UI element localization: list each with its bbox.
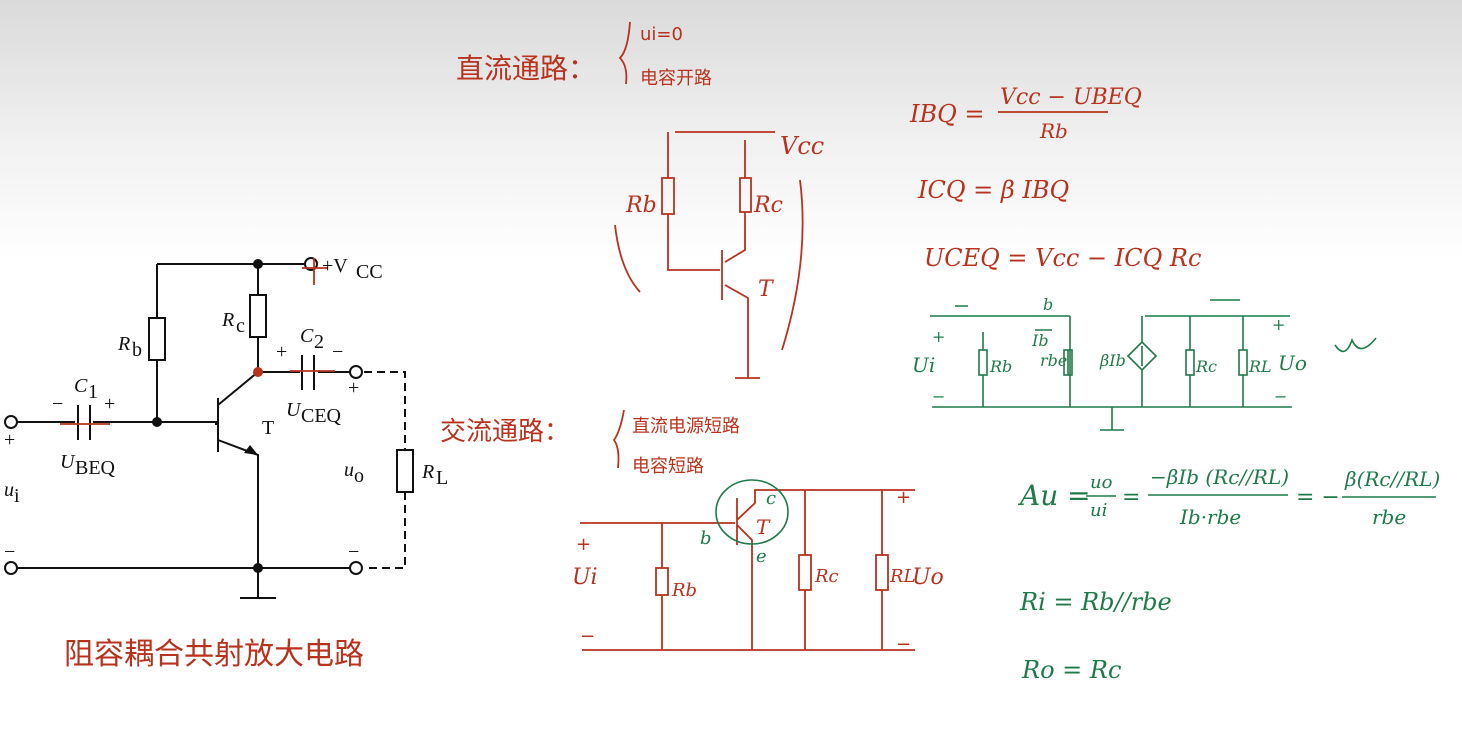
svg-text:i: i — [14, 485, 20, 507]
svg-text:Au =: Au = — [1017, 479, 1091, 512]
vcc-label: +V — [322, 255, 348, 277]
svg-text:ui=0: ui=0 — [640, 24, 683, 45]
svg-text:Ri = Rb//rbe: Ri = Rb//rbe — [1019, 588, 1172, 616]
svg-text:Ib: Ib — [1031, 331, 1049, 350]
svg-text:C: C — [74, 375, 88, 397]
svg-text:1: 1 — [88, 381, 98, 403]
svg-text:−: − — [332, 341, 343, 363]
svg-text:Ro = Rc: Ro = Rc — [1021, 656, 1121, 684]
svg-text:rbe: rbe — [1372, 505, 1406, 529]
svg-text:+: + — [104, 393, 115, 415]
svg-text:R: R — [117, 333, 130, 355]
svg-text:e: e — [756, 546, 767, 567]
svg-text:CC: CC — [356, 261, 383, 283]
dc-path: 直流通路： ui=0 电容开路 Vcc Rb Rc T — [456, 21, 824, 379]
svg-text:Uo: Uo — [912, 565, 944, 590]
svg-text:β(Rc//RL): β(Rc//RL) — [1344, 467, 1440, 491]
svg-text:Rb: Rb — [989, 357, 1012, 376]
svg-text:u: u — [4, 479, 14, 501]
svg-text:rbe: rbe — [1040, 351, 1067, 370]
svg-text:Ui: Ui — [572, 565, 598, 590]
svg-text:u: u — [344, 459, 354, 481]
svg-text:R: R — [221, 309, 234, 331]
ac-equations: Au = uo ui = −βIb (Rc//RL) Ib·rbe = − β(… — [1017, 465, 1440, 684]
svg-text:−βIb (Rc//RL): −βIb (Rc//RL) — [1150, 465, 1289, 489]
svg-text:−: − — [932, 387, 945, 406]
svg-text:+: + — [932, 327, 945, 346]
svg-text:βIb: βIb — [1099, 351, 1126, 370]
svg-text:直流电源短路: 直流电源短路 — [632, 416, 740, 437]
printed-circuit: +V CC R b R c C 1 C 2 T R L U BEQ U CEQ … — [4, 255, 448, 672]
svg-text:Rc: Rc — [1195, 357, 1217, 376]
ac-heading: 交流通路： — [440, 417, 570, 447]
svg-text:T: T — [262, 417, 274, 439]
svg-text:RL: RL — [889, 566, 916, 587]
svg-text:−: − — [348, 541, 359, 563]
svg-text:ui: ui — [1090, 500, 1107, 521]
svg-text:BEQ: BEQ — [75, 457, 116, 479]
svg-text:+: + — [276, 341, 287, 363]
svg-text:R: R — [421, 461, 434, 483]
svg-text:2: 2 — [314, 331, 324, 353]
svg-text:T: T — [758, 277, 775, 302]
svg-text:−: − — [4, 541, 15, 563]
small-signal-model: b Ib Ui Rb rbe βIb Rc RL Uo + − + − — [912, 295, 1377, 431]
svg-text:+: + — [4, 429, 15, 451]
circuit-title: 阻容耦合共射放大电路 — [64, 637, 364, 672]
svg-text:电容短路: 电容短路 — [632, 456, 704, 477]
svg-text:c: c — [236, 315, 245, 337]
svg-text:−: − — [580, 626, 595, 647]
svg-text:+: + — [896, 487, 911, 508]
svg-text:Ui: Ui — [912, 353, 935, 377]
svg-text:IBQ =: IBQ = — [909, 100, 985, 128]
svg-text:UCEQ = Vcc − ICQ Rc: UCEQ = Vcc − ICQ Rc — [924, 244, 1201, 272]
svg-text:T: T — [756, 515, 771, 539]
svg-text:C: C — [300, 325, 314, 347]
svg-text:b: b — [1043, 295, 1053, 314]
svg-text:−: − — [896, 634, 911, 655]
svg-text:L: L — [436, 467, 448, 489]
svg-text:RL: RL — [1248, 357, 1272, 376]
svg-text:Vcc − UBEQ: Vcc − UBEQ — [1000, 85, 1142, 110]
svg-text:−: − — [52, 393, 63, 415]
svg-text:Rc: Rc — [753, 193, 783, 218]
svg-text:c: c — [766, 488, 776, 509]
svg-text:Vcc: Vcc — [780, 132, 824, 160]
svg-text:U: U — [286, 399, 302, 421]
svg-text:Uo: Uo — [1278, 351, 1307, 375]
svg-text:U: U — [60, 451, 76, 473]
svg-text:+: + — [1272, 315, 1285, 334]
svg-text:uo: uo — [1090, 472, 1113, 493]
svg-text:Rc: Rc — [814, 566, 839, 587]
svg-text:Rb: Rb — [625, 193, 657, 218]
svg-text:+: + — [348, 377, 359, 399]
svg-text:b: b — [700, 528, 712, 549]
svg-text:=: = — [1122, 485, 1140, 510]
svg-text:+: + — [576, 534, 591, 555]
svg-text:电容开路: 电容开路 — [640, 68, 712, 89]
svg-text:b: b — [132, 339, 142, 361]
svg-text:ICQ = β IBQ: ICQ = β IBQ — [917, 176, 1069, 204]
ac-path: 交流通路： 直流电源短路 电容短路 b c e T Rb Rc RL Uo Ui… — [440, 409, 944, 655]
svg-text:Rb: Rb — [1039, 119, 1068, 143]
svg-text:Ib·rbe: Ib·rbe — [1179, 505, 1241, 529]
dc-heading: 直流通路： — [456, 52, 596, 85]
svg-text:CEQ: CEQ — [301, 405, 342, 427]
dc-equations: IBQ = Vcc − UBEQ Rb ICQ = β IBQ UCEQ = V… — [909, 85, 1201, 272]
svg-text:o: o — [354, 465, 364, 487]
svg-text:Rb: Rb — [671, 580, 697, 601]
svg-text:= −: = − — [1296, 485, 1340, 510]
svg-text:−: − — [1274, 387, 1287, 406]
